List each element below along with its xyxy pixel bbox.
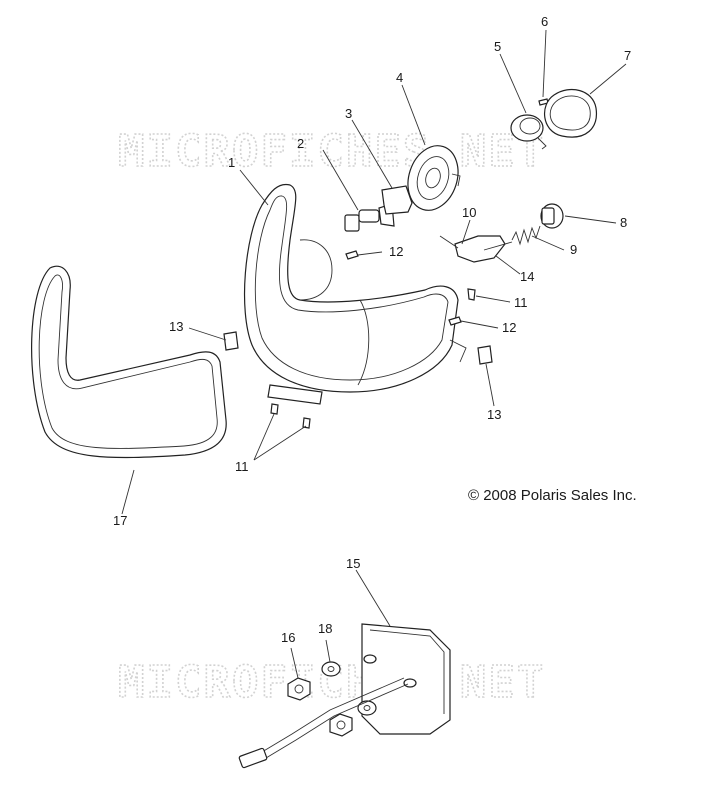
washer-part-upper xyxy=(321,661,341,677)
nut-part-lower xyxy=(329,713,353,737)
screw-part-bottom-right xyxy=(302,417,311,429)
copyright-text: © 2008 Polaris Sales Inc. xyxy=(468,487,637,504)
leader-lines xyxy=(121,29,627,679)
callout-12-upper: 12 xyxy=(389,244,403,259)
bezel-gasket-part xyxy=(31,265,227,459)
callout-17: 17 xyxy=(113,513,127,528)
cover-gasket-part xyxy=(543,88,597,138)
callout-7: 7 xyxy=(624,48,631,63)
adjuster-spring-part xyxy=(511,225,541,246)
adjuster-knob-part xyxy=(540,203,564,229)
callout-13-left: 13 xyxy=(169,319,183,334)
callout-8: 8 xyxy=(620,215,627,230)
callout-15: 15 xyxy=(346,556,360,571)
callout-18: 18 xyxy=(318,621,332,636)
wire-harness-part xyxy=(238,677,409,769)
callout-3: 3 xyxy=(345,106,352,121)
callout-5: 5 xyxy=(494,39,501,54)
washer-part-lower xyxy=(357,700,377,716)
adjuster-bracket-part xyxy=(439,235,513,263)
screw-part-side xyxy=(467,288,476,301)
callout-16: 16 xyxy=(281,630,295,645)
headlight-housing-part xyxy=(243,183,467,405)
clip-part-right xyxy=(477,345,493,365)
callout-12-right: 12 xyxy=(502,320,516,335)
callout-4: 4 xyxy=(396,70,403,85)
callout-2: 2 xyxy=(297,136,304,151)
dust-cap-part xyxy=(510,114,547,150)
screw-part-upper xyxy=(345,250,359,260)
screw-part-bottom-left xyxy=(270,403,279,415)
ballast-module-part xyxy=(361,623,451,735)
watermark-top: MICROFICHES.NET xyxy=(118,126,545,177)
retaining-clip-part xyxy=(381,185,413,215)
callout-14: 14 xyxy=(520,269,534,284)
reflector-ring-part xyxy=(407,145,461,211)
callout-6: 6 xyxy=(541,14,548,29)
callout-13-right: 13 xyxy=(487,407,501,422)
callout-1: 1 xyxy=(228,155,235,170)
callout-11-bottom: 11 xyxy=(235,459,249,474)
callout-10: 10 xyxy=(462,205,476,220)
callout-11-side: 11 xyxy=(514,295,528,310)
clip-part-left xyxy=(223,331,239,351)
screw-part-right xyxy=(448,316,462,326)
callout-9: 9 xyxy=(570,242,577,257)
